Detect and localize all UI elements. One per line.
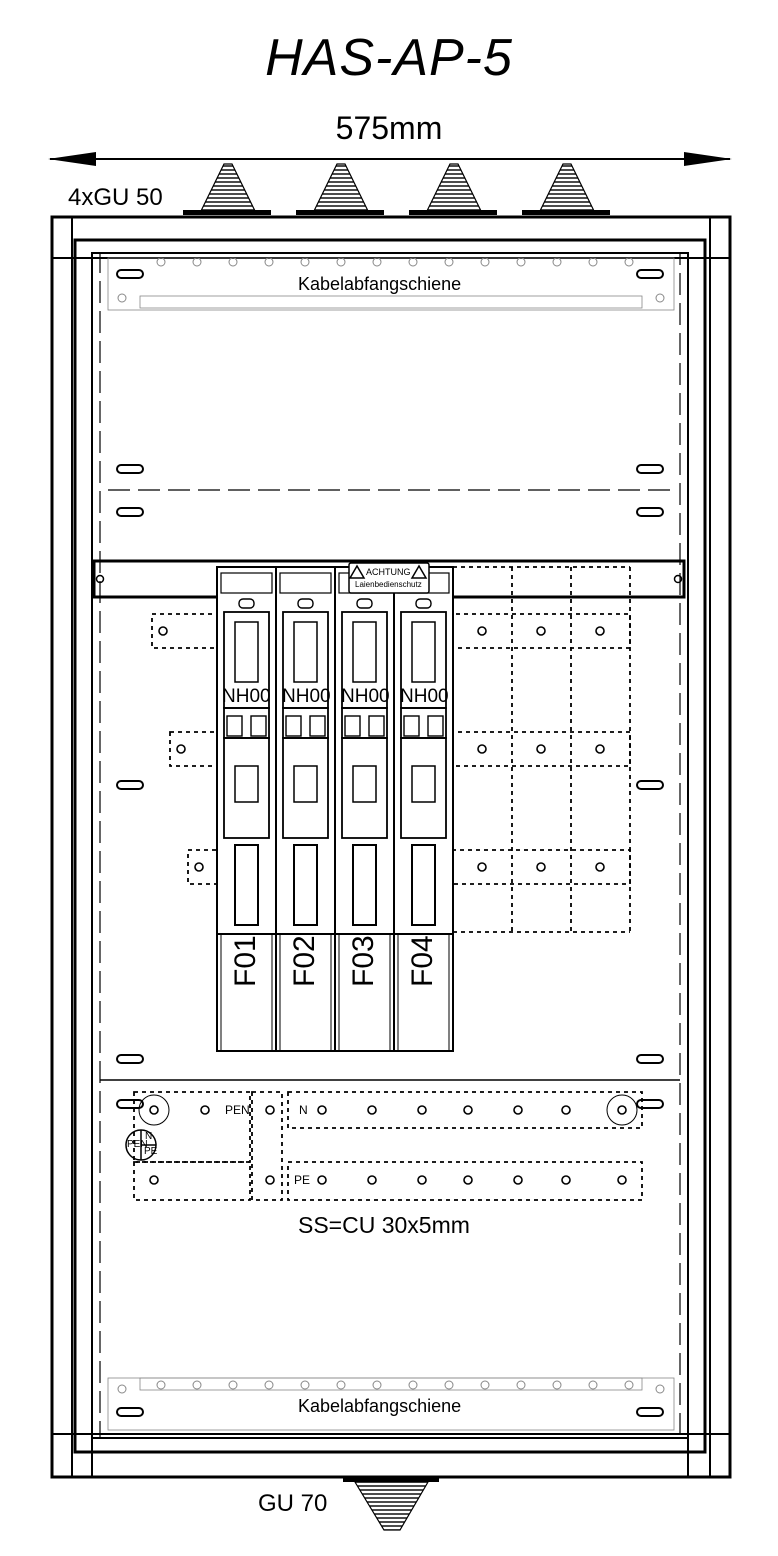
pen-symbol-pe: PE: [144, 1146, 158, 1157]
fuse-type-2: NH00: [282, 686, 331, 707]
compartment-dividers: [100, 489, 680, 1081]
pen-symbol-pen: PEN: [127, 1139, 148, 1150]
cable-glands-top-label: 4xGU 50: [68, 184, 163, 211]
fuse-id-3: F03: [347, 935, 380, 987]
fuse-type-3: NH00: [341, 686, 390, 707]
fuse-bases: [216, 566, 454, 1052]
cable-rail-bottom-label: Kabelabfangschiene: [298, 1396, 462, 1416]
cable-gland-1: [183, 163, 271, 215]
warning-label: [348, 562, 430, 594]
cable-rail-top-label: Kabelabfangschiene: [298, 274, 462, 294]
cable-rail-top: [107, 257, 675, 311]
cable-rail-bottom: [107, 1377, 675, 1431]
busbar-lower-holes: [138, 1094, 638, 1185]
fuse-base: [216, 566, 277, 1052]
pen-symbol-n: N: [145, 1131, 153, 1142]
busbars-lower: [133, 1091, 643, 1201]
cable-gland-4: [522, 163, 610, 215]
cable-gland-bottom-label: GU 70: [258, 1490, 328, 1517]
warning-label-line2: Laienbedienschutz: [355, 580, 422, 589]
cable-gland-bottom: [343, 1476, 439, 1531]
fuse-id-4: F04: [406, 935, 439, 987]
cable-gland-2: [296, 163, 384, 215]
drawing-title: HAS-AP-5: [265, 29, 513, 87]
enclosure-frame: [50, 215, 732, 1479]
cable-glands-top: [183, 163, 610, 215]
pen-symbol: [125, 1129, 157, 1161]
warning-label-line1: ACHTUNG: [366, 567, 411, 577]
fuse-base: [275, 566, 336, 1052]
busbar-holes: [158, 626, 605, 872]
busbar-n-label: N: [299, 1103, 308, 1117]
fuse-base: [393, 566, 454, 1052]
dimension-arrow: [48, 152, 732, 166]
fuse-type-1: NH00: [222, 686, 271, 707]
busbar-spec-label: SS=CU 30x5mm: [298, 1212, 470, 1238]
busbar-pe-label: PE: [294, 1173, 311, 1187]
fuse-type-4: NH00: [400, 686, 449, 707]
busbar-pen-label: PEN: [225, 1103, 250, 1117]
dimension-label: 575mm: [335, 110, 443, 146]
mounting-slots: [116, 269, 664, 1417]
cable-gland-3: [409, 163, 497, 215]
fuse-id-2: F02: [288, 935, 321, 987]
fuse-id-1: F01: [229, 935, 262, 987]
